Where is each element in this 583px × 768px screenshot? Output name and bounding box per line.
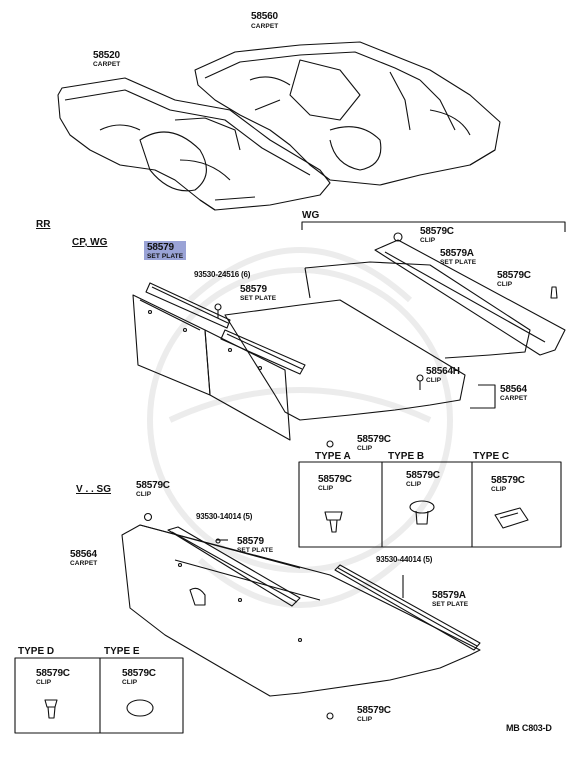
- part-number[interactable]: 58564: [500, 384, 527, 395]
- watermark-crest: [147, 247, 453, 608]
- type-a-title: TYPE A: [315, 451, 351, 462]
- part-number[interactable]: 58579C: [318, 474, 352, 485]
- rear-panel-right: [204, 329, 291, 441]
- part-name: CARPET: [93, 61, 121, 68]
- diagram-code: MB C803-D: [506, 723, 552, 733]
- set-plate-58579-bottom: [167, 526, 301, 607]
- type-c-title: TYPE C: [473, 451, 510, 462]
- part-number[interactable]: 58579C: [357, 434, 391, 445]
- set-plate-strips: [145, 282, 306, 375]
- part-name: CARPET: [70, 560, 98, 567]
- wg-bracket: [301, 221, 566, 232]
- type-de-box: [14, 657, 184, 734]
- set-plate-58579A-bottom: [334, 564, 481, 651]
- clips-bottom: [143, 512, 404, 720]
- main-carpet-58560: [194, 41, 501, 186]
- part-number[interactable]: 58579C: [491, 475, 525, 486]
- bolt-number[interactable]: 93530-44014 (5): [376, 555, 433, 564]
- section-cp-wg: CP, WG: [72, 237, 108, 248]
- part-name: CARPET: [251, 23, 279, 30]
- carpet-58564-top: [224, 261, 531, 421]
- part-number[interactable]: 58520: [93, 50, 120, 61]
- set-plate-58579A-top: [374, 239, 566, 356]
- part-number[interactable]: 58579C: [136, 480, 170, 491]
- clips-top: [214, 232, 558, 448]
- part-number[interactable]: 58564H: [426, 366, 460, 377]
- section-v-sg: V . . SG: [76, 484, 112, 495]
- part-number[interactable]: 58579C: [122, 668, 156, 679]
- leader-58564-top: [470, 384, 496, 409]
- part-name: CLIP: [122, 679, 138, 686]
- front-carpet-58520: [57, 77, 331, 211]
- part-number[interactable]: 58579C: [357, 705, 391, 716]
- highlight-box: [144, 241, 186, 260]
- part-name: SET PLATE: [432, 601, 469, 608]
- part-number[interactable]: 58579C: [420, 226, 454, 237]
- part-number[interactable]: 58560: [251, 11, 278, 22]
- section-wg: WG: [302, 210, 320, 221]
- part-name: CLIP: [357, 716, 373, 723]
- part-name: CARPET: [500, 395, 528, 402]
- type-d-title: TYPE D: [18, 646, 55, 657]
- part-number-selected[interactable]: 58579: [147, 242, 174, 253]
- part-name: CLIP: [420, 237, 436, 244]
- part-name: CLIP: [406, 481, 422, 488]
- part-name: CLIP: [426, 377, 442, 384]
- part-name: SET PLATE: [440, 259, 477, 266]
- part-name: SET PLATE: [147, 253, 184, 260]
- part-name: CLIP: [318, 485, 334, 492]
- part-number[interactable]: 58579A: [432, 590, 466, 601]
- part-number[interactable]: 58579C: [36, 668, 70, 679]
- part-number[interactable]: 58579C: [406, 470, 440, 481]
- part-name: CLIP: [497, 281, 513, 288]
- part-number[interactable]: 58579: [237, 536, 264, 547]
- part-name: CLIP: [36, 679, 52, 686]
- type-b-title: TYPE B: [388, 451, 425, 462]
- part-name: SET PLATE: [237, 547, 274, 554]
- part-name: CLIP: [357, 445, 373, 452]
- part-number[interactable]: 58564: [70, 549, 97, 560]
- type-e-title: TYPE E: [104, 646, 140, 657]
- part-name: SET PLATE: [240, 295, 277, 302]
- part-number[interactable]: 58579: [240, 284, 267, 295]
- part-name: CLIP: [491, 486, 507, 493]
- part-number[interactable]: 58579C: [497, 270, 531, 281]
- bolt-number[interactable]: 93530-14014 (5): [196, 512, 253, 521]
- part-name: CLIP: [136, 491, 152, 498]
- bolt-number[interactable]: 93530-24516 (6): [194, 270, 251, 279]
- carpet-58564-bottom: [121, 524, 481, 697]
- section-rr: RR: [36, 219, 51, 230]
- part-number[interactable]: 58579A: [440, 248, 474, 259]
- type-abc-box: [298, 461, 562, 548]
